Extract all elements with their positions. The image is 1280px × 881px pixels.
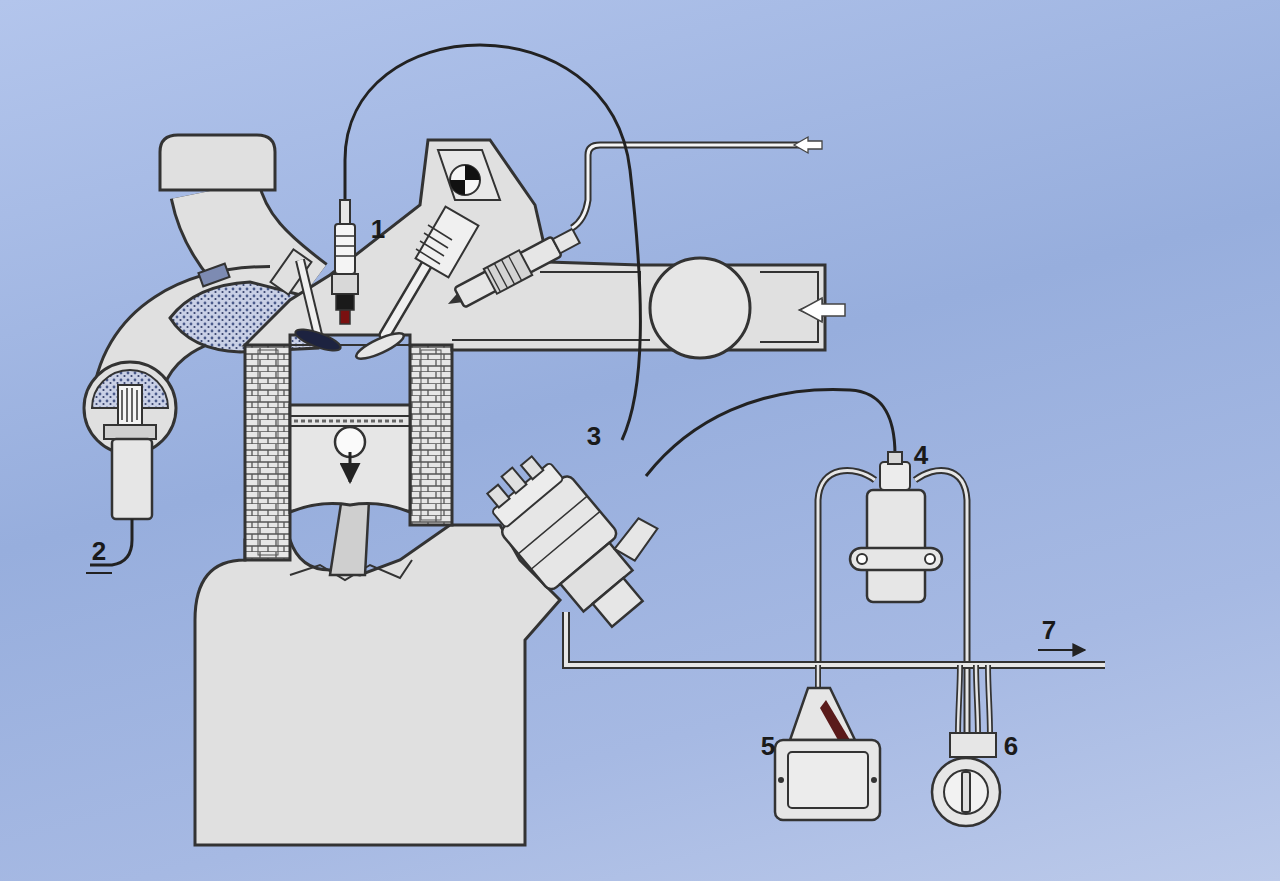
ht-lead bbox=[345, 45, 640, 440]
cylinder-wall bbox=[245, 345, 290, 560]
cylinder-wall bbox=[410, 345, 452, 525]
water-jacket bbox=[421, 350, 441, 520]
label-underline bbox=[86, 572, 112, 574]
callout-number: 3 bbox=[587, 423, 601, 449]
spark-plug bbox=[332, 200, 358, 324]
fuel-line bbox=[572, 145, 800, 228]
water-jacket bbox=[258, 350, 278, 555]
lambda-sensor bbox=[84, 362, 176, 565]
ht-lead bbox=[646, 390, 895, 476]
air-arrow bbox=[800, 298, 845, 322]
control-unit bbox=[775, 688, 880, 820]
throttle-valve bbox=[650, 258, 750, 358]
distributor bbox=[473, 421, 687, 643]
ignition-switch bbox=[932, 733, 1000, 826]
lt-wire bbox=[818, 470, 875, 665]
callout-number: 2 bbox=[92, 538, 106, 564]
fuel-line bbox=[572, 145, 800, 228]
callout-number: 5 bbox=[761, 733, 775, 759]
piston bbox=[290, 405, 410, 575]
signal-arrow bbox=[1038, 649, 1085, 651]
callout-number: 1 bbox=[371, 216, 385, 242]
camshaft-housing bbox=[438, 150, 500, 200]
fuel-injector bbox=[441, 223, 582, 316]
pipe-flange bbox=[198, 264, 229, 287]
crankcase bbox=[195, 525, 560, 845]
callout-number: 7 bbox=[1042, 617, 1056, 643]
fuel-arrow bbox=[794, 137, 822, 153]
callout-number: 6 bbox=[1004, 733, 1018, 759]
callout-number: 4 bbox=[914, 442, 928, 468]
camshaft bbox=[450, 165, 480, 195]
wiring-loom bbox=[566, 612, 1105, 665]
